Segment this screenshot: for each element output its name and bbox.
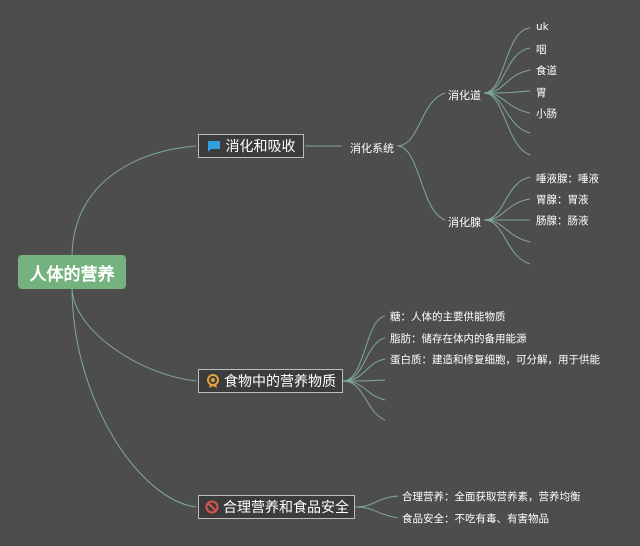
leaf-node[interactable]: 小肠	[536, 108, 557, 120]
leaf-node[interactable]: 胃	[536, 87, 547, 99]
leaf-node[interactable]: 合理营养：全面获取营养素，营养均衡	[402, 491, 581, 503]
sub-node-digestive-system[interactable]: 消化系统	[350, 140, 394, 156]
sub-node-digestive-glands[interactable]: 消化腺	[448, 214, 481, 230]
branch-nutrition-safety[interactable]: 合理营养和食品安全	[198, 495, 355, 519]
medal-icon	[205, 373, 220, 389]
branch-digestion[interactable]: 消化和吸收	[198, 134, 304, 158]
sub-node-label: 消化系统	[350, 142, 394, 155]
no-sign-icon	[204, 500, 219, 515]
leaf-node[interactable]: 唾液腺：唾液	[536, 173, 599, 185]
leaf-node[interactable]: uk	[536, 21, 549, 33]
leaf-node[interactable]: 蛋白质：建造和修复细胞，可分解，用于供能	[390, 354, 600, 366]
leaf-node[interactable]: 肠腺：肠液	[536, 215, 589, 227]
leaf-node[interactable]: 胃腺：胃液	[536, 194, 589, 206]
branch-label: 合理营养和食品安全	[223, 500, 349, 516]
leaf-node[interactable]: 食道	[536, 65, 557, 77]
branch-label: 消化和吸收	[225, 139, 296, 155]
leaf-node[interactable]: 食品安全：不吃有毒、有害物品	[402, 513, 549, 525]
leaf-node[interactable]: 咽	[536, 44, 547, 56]
root-node[interactable]: 人体的营养	[18, 255, 126, 289]
sub-node-digestive-tract[interactable]: 消化道	[448, 87, 481, 103]
branch-nutrients[interactable]: 食物中的营养物质	[198, 369, 343, 393]
branch-label: 食物中的营养物质	[224, 374, 336, 390]
sub-node-label: 消化腺	[448, 216, 481, 229]
root-label: 人体的营养	[29, 264, 115, 285]
leaf-node[interactable]: 糖：人体的主要供能物质	[390, 311, 506, 323]
flag-icon	[207, 139, 222, 154]
sub-node-label: 消化道	[448, 89, 481, 102]
leaf-node[interactable]: 脂肪：储存在体内的备用能源	[390, 333, 527, 345]
